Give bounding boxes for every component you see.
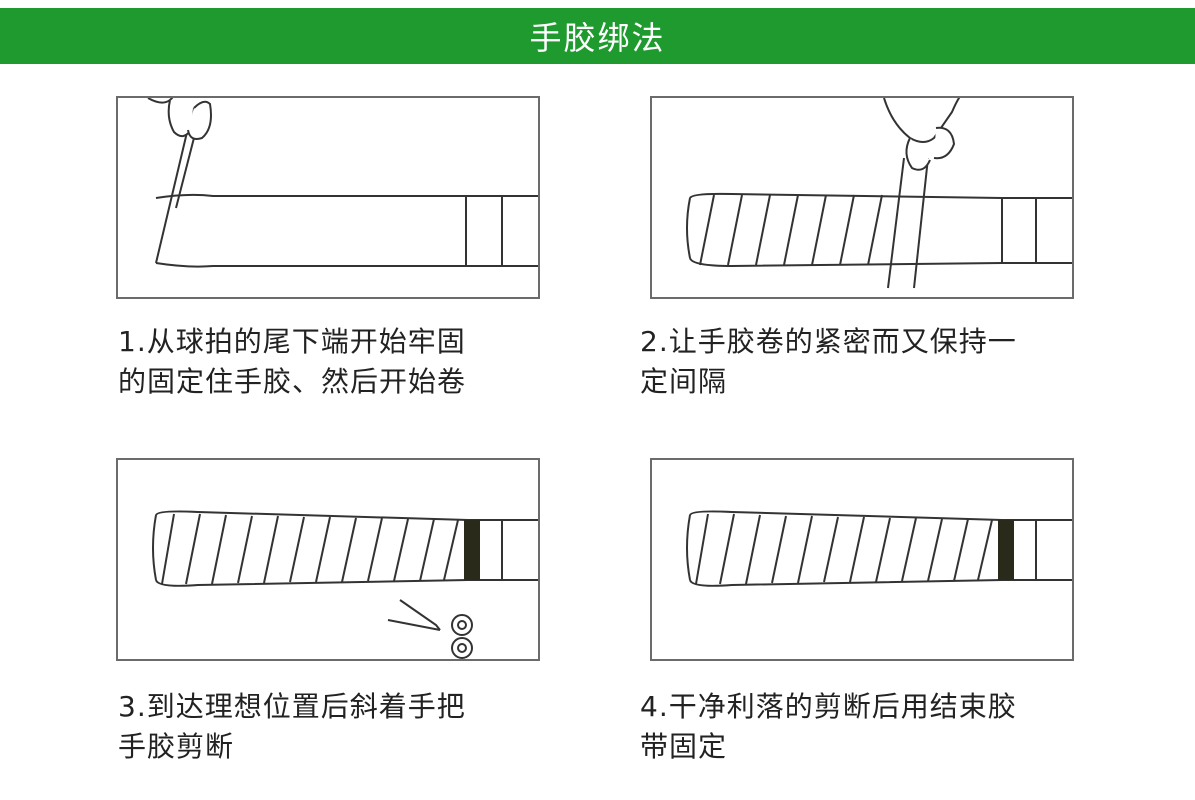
step-2-line-1: 2.让手胶卷的紧密而又保持一 bbox=[640, 325, 1017, 358]
step-2-line-2: 定间隔 bbox=[640, 365, 728, 398]
step-2-caption: 2.让手胶卷的紧密而又保持一 定间隔 bbox=[640, 322, 1070, 402]
step-4-illustration bbox=[650, 458, 1074, 661]
step-4-line-2: 带固定 bbox=[640, 730, 728, 763]
hand-icon bbox=[147, 98, 212, 140]
step-3-line-1: 3.到达理想位置后斜着手把 bbox=[118, 690, 466, 723]
page-title: 手胶绑法 bbox=[529, 19, 666, 57]
step-1-line-1: 1.从球拍的尾下端开始牢固 bbox=[118, 325, 466, 358]
scissors-icon bbox=[387, 599, 473, 659]
step-3-caption: 3.到达理想位置后斜着手把 手胶剪断 bbox=[118, 687, 548, 767]
end-band bbox=[464, 520, 480, 580]
step-3-line-2: 手胶剪断 bbox=[118, 730, 235, 763]
step-3-illustration bbox=[116, 458, 540, 661]
step-4-caption: 4.干净利落的剪断后用结束胶 带固定 bbox=[640, 687, 1070, 767]
hand-icon bbox=[883, 98, 961, 171]
end-band bbox=[998, 520, 1014, 580]
step-2-illustration bbox=[650, 96, 1074, 299]
title-banner: 手胶绑法 bbox=[0, 8, 1195, 64]
step-1-illustration bbox=[116, 96, 540, 299]
step-1-caption: 1.从球拍的尾下端开始牢固 的固定住手胶、然后开始卷 bbox=[118, 322, 548, 402]
step-1-line-2: 的固定住手胶、然后开始卷 bbox=[118, 365, 467, 398]
step-4-line-1: 4.干净利落的剪断后用结束胶 bbox=[640, 690, 1017, 723]
